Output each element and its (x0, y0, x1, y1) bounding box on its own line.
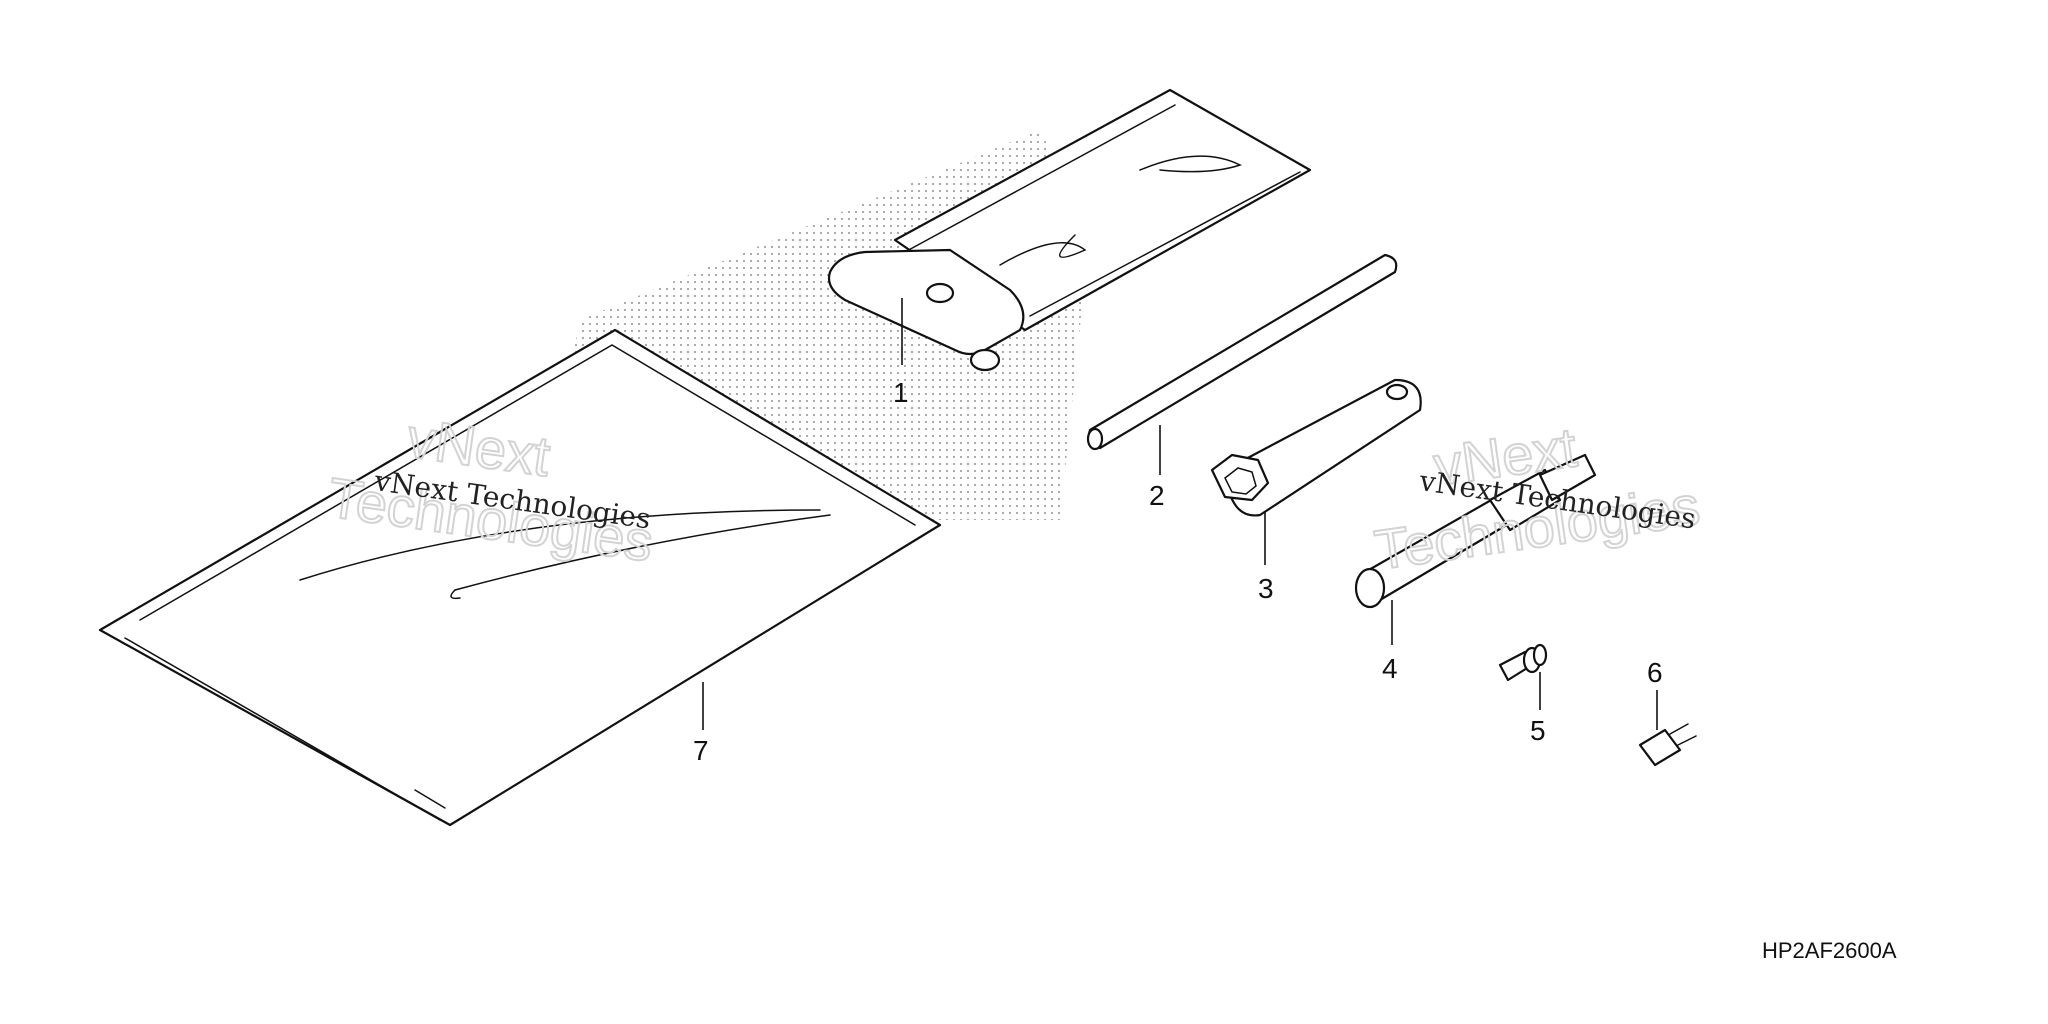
bolt-icon (1498, 643, 1548, 682)
callout-4: 4 (1382, 653, 1398, 684)
callout-3: 3 (1258, 573, 1274, 604)
tool-bag-icon (827, 88, 1312, 372)
figure-code: HP2AF2600A (1762, 938, 1897, 963)
callout-6: 6 (1647, 657, 1663, 688)
box-wrench-icon (1210, 378, 1422, 517)
callout-5: 5 (1530, 715, 1546, 746)
callout-1: 1 (893, 377, 909, 408)
callout-7: 7 (693, 735, 709, 766)
fuse-icon (1638, 723, 1697, 767)
callout-2: 2 (1149, 480, 1165, 511)
manual-bag-icon (98, 328, 942, 827)
rod-icon (1086, 253, 1398, 451)
plug-wrench-icon (1354, 453, 1597, 609)
